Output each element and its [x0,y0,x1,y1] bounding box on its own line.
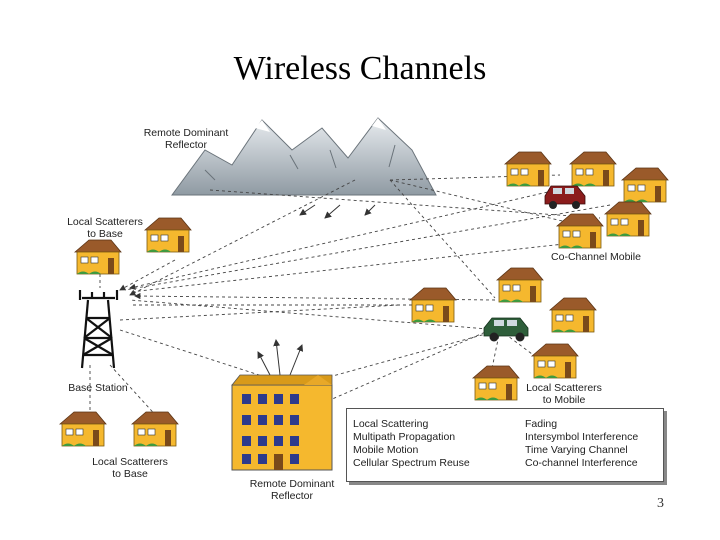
legend-effect: Intersymbol Interference [525,431,639,443]
label-line: to Mobile [542,394,586,406]
house-icon [504,151,552,187]
house-icon [472,365,520,401]
legend-effect: Time Varying Channel [525,444,628,456]
label-line: Remote Dominant [249,478,335,490]
label-local-scatterers-mobile: Local Scatterers to Mobile [514,382,614,406]
house-icon [549,297,597,333]
page-number: 3 [657,496,664,511]
house-icon [569,151,617,187]
legend-cause: Cellular Spectrum Reuse [353,457,470,469]
label-remote-dominant-reflector-bottom: Remote Dominant Reflector [240,478,344,502]
house-icon [621,167,669,203]
label-line: Remote Dominant [143,127,229,139]
legend-effect: Co-channel Interference [525,457,638,469]
label-local-scatterers-base-bottom: Local Scatterers to Base [80,456,180,480]
label-line: to Base [87,228,123,240]
house-icon [59,411,107,447]
reflection-arrows [257,204,376,376]
multipath-rays [89,174,611,421]
house-icon [604,201,652,237]
red-car-icon [544,185,586,209]
label-local-scatterers-base-top: Local Scatterers to Base [55,216,155,240]
house-icon [496,267,544,303]
house-icon [131,411,179,447]
label-line: Reflector [164,139,207,151]
base-station-tower-icon [78,290,119,369]
label-line: Local Scatterers [92,456,168,468]
legend-box: Local Scattering Multipath Propagation M… [346,408,664,482]
house-icon [409,287,457,323]
label-base-station: Base Station [68,382,128,394]
label-co-channel-mobile: Co-Channel Mobile [551,251,641,263]
label-remote-dominant-reflector-top: Remote Dominant Reflector [138,127,234,151]
legend-cause: Mobile Motion [353,444,419,456]
label-line: Local Scatterers [67,216,143,228]
house-icon [74,239,122,275]
green-car-icon [483,317,529,342]
mountain-reflector [171,117,437,196]
slide-title: Wireless Channels [233,50,487,87]
house-icon [531,343,579,379]
legend-cause: Multipath Propagation [353,431,456,443]
label-line: Local Scatterers [526,382,602,394]
legend-effect: Fading [525,418,558,430]
label-line: Reflector [270,490,313,502]
house-icon [556,213,604,249]
label-line: to Base [112,468,148,480]
legend-cause: Local Scattering [353,418,429,430]
office-building-icon [231,374,333,471]
